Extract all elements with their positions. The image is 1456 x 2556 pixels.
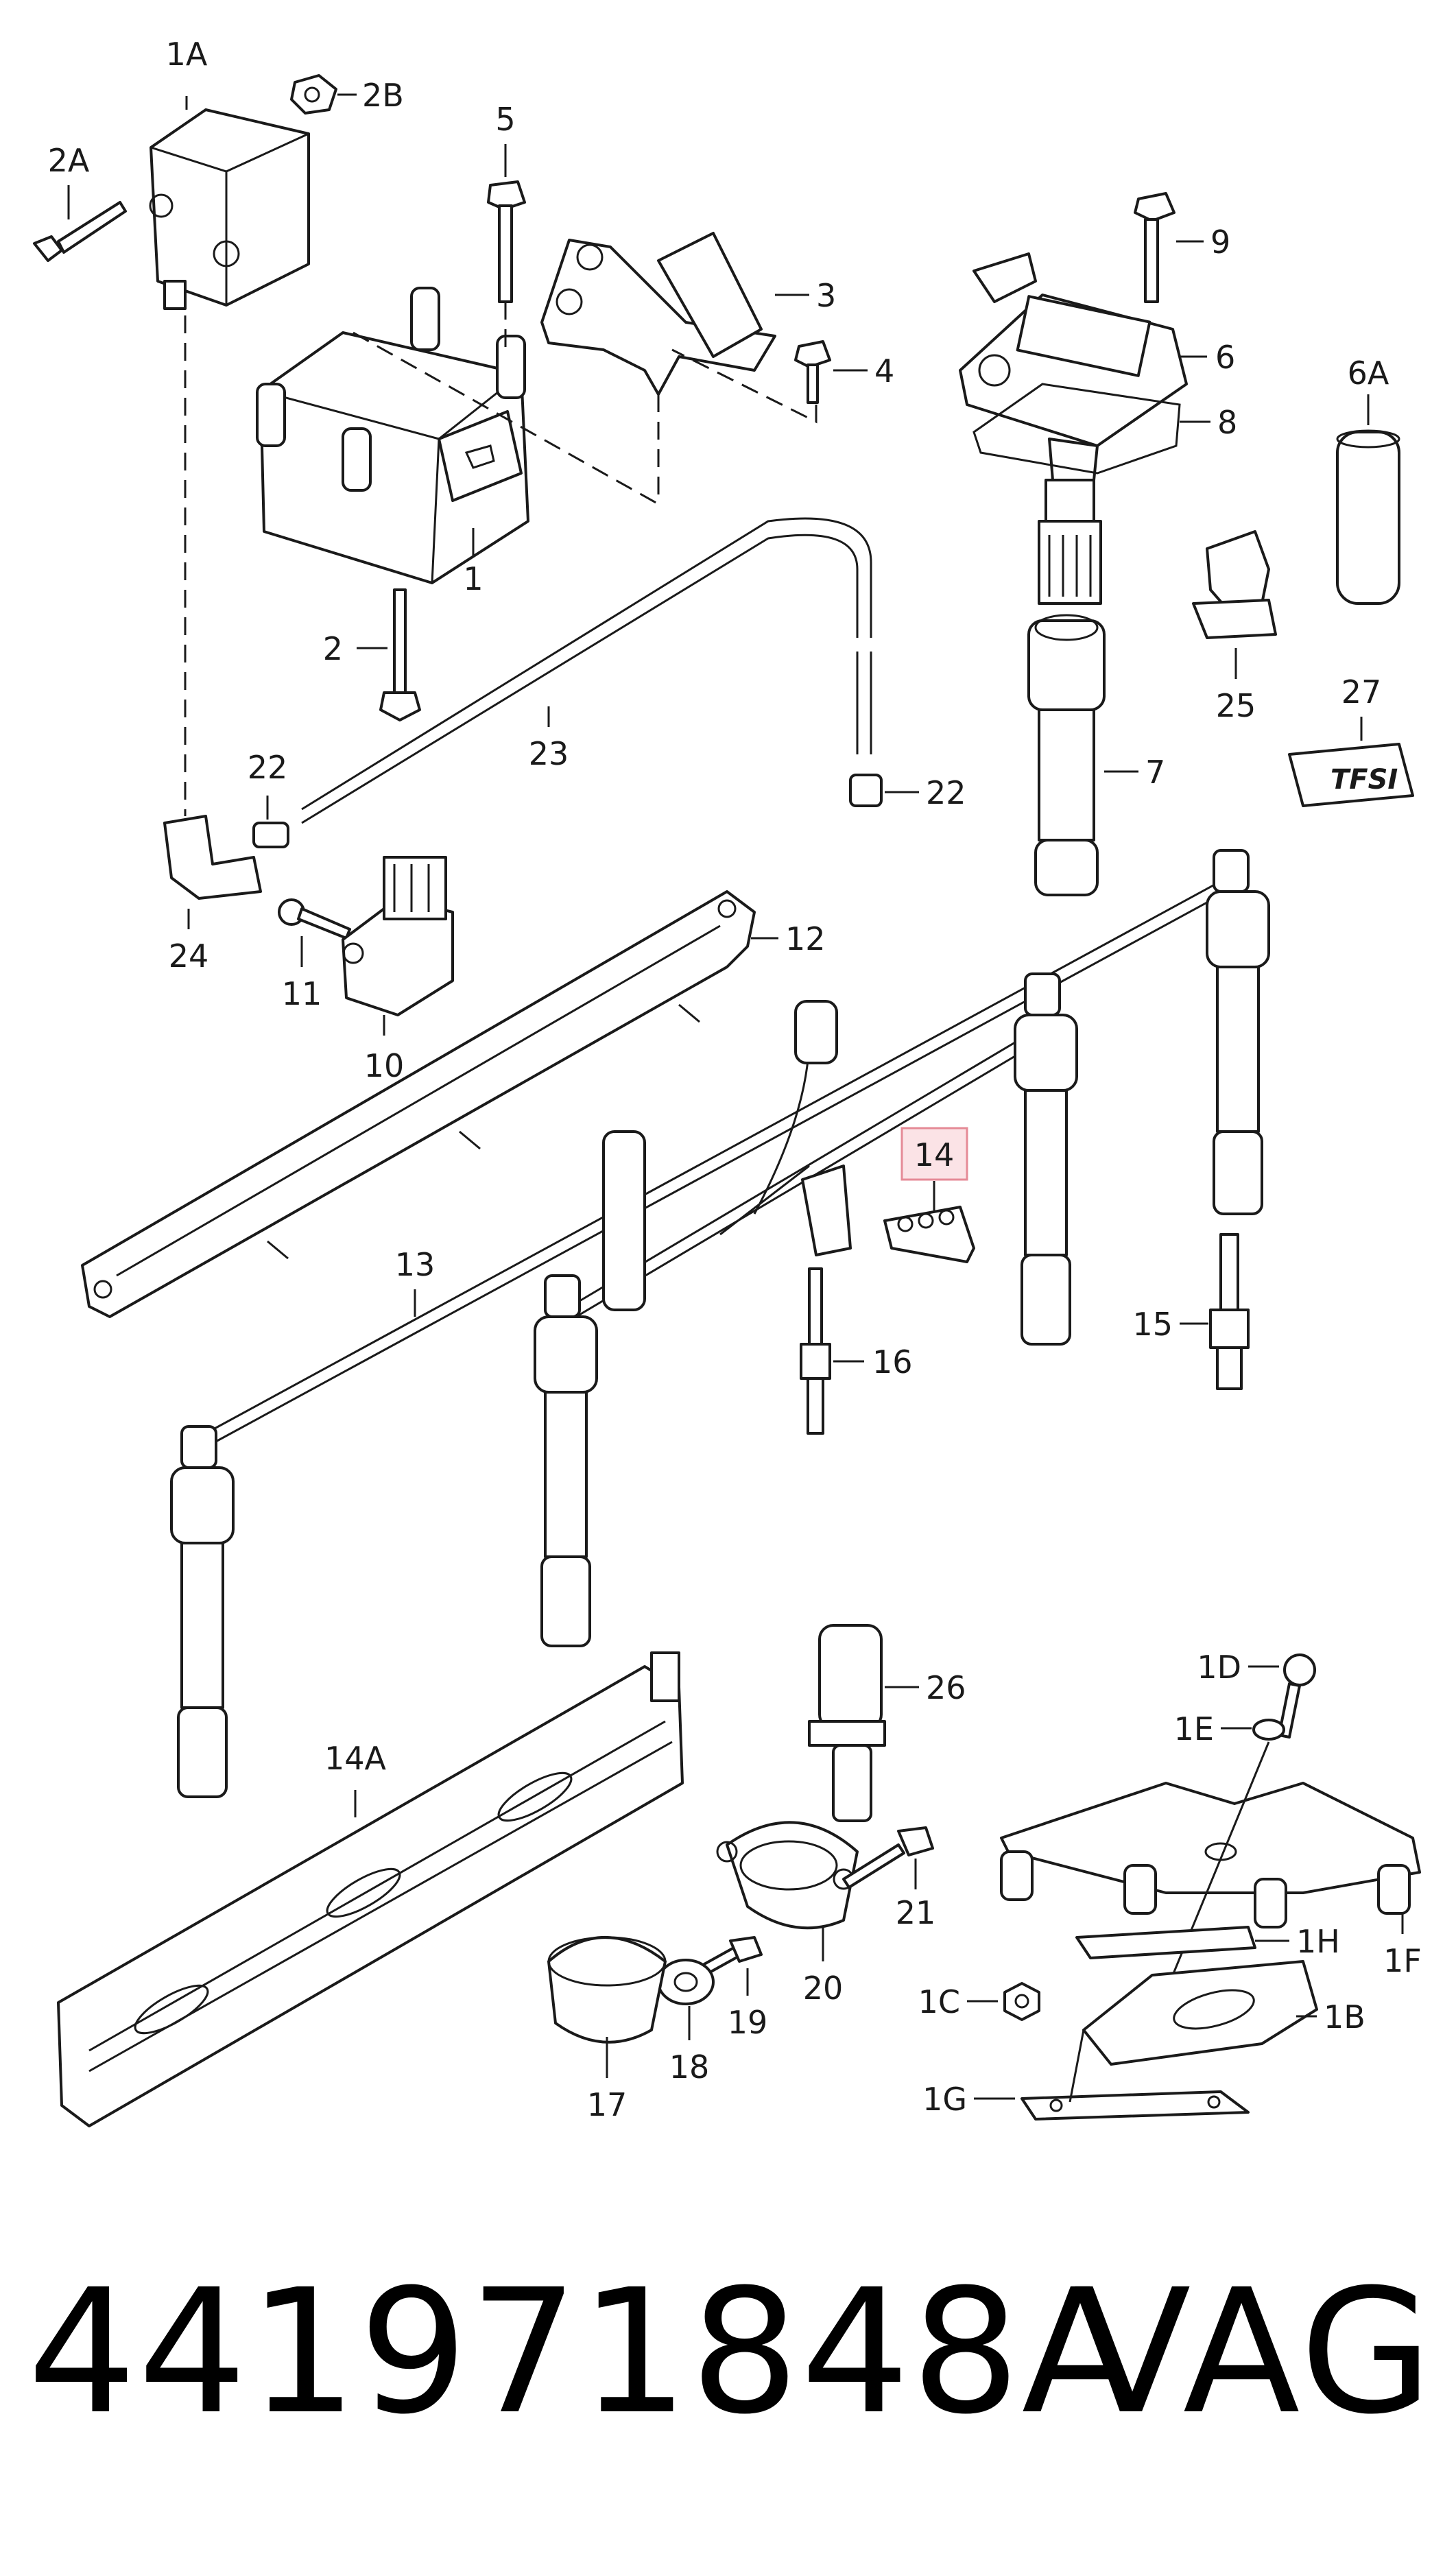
callout-1B: 1B (1324, 1998, 1365, 2035)
part-18-washer (657, 1959, 715, 2005)
part-19-bolt (702, 1936, 763, 1974)
part-20-clamp (716, 1821, 859, 1930)
callout-10: 10 (364, 1047, 405, 1084)
callout-11: 11 (282, 975, 322, 1012)
callout-21: 21 (896, 1894, 936, 1931)
part-1G-bracket (1021, 2090, 1250, 2121)
callout-2B: 2B (362, 77, 404, 114)
callout-19: 19 (728, 2004, 768, 2041)
part-11-screw (278, 898, 351, 940)
part-6A-cylinder (1336, 429, 1400, 605)
footer: 441971848A VAG (0, 2249, 1456, 2455)
part-1-coil-pack (256, 287, 529, 584)
part-25-clip (1192, 530, 1277, 639)
callout-17: 17 (587, 2086, 628, 2123)
part-6-coil-on-plug (959, 252, 1188, 605)
part-8-gasket (972, 383, 1181, 475)
part-1D-screw (1278, 1653, 1316, 1739)
part-24-elbow (163, 815, 262, 900)
callout-5: 5 (495, 101, 515, 138)
callout-1H: 1H (1296, 1923, 1340, 1960)
part-7-plug-boot (1027, 614, 1106, 896)
callout-8: 8 (1217, 404, 1237, 441)
callout-6A: 6A (1348, 355, 1389, 392)
callout-16: 16 (872, 1343, 913, 1381)
part-3-bracket (540, 232, 776, 396)
callout-1C: 1C (918, 1983, 960, 2020)
callout-2A: 2A (48, 142, 90, 179)
part-1F-coil-rail (1000, 1782, 1421, 1928)
callout-22-left: 22 (248, 749, 288, 786)
callout-1A: 1A (166, 36, 208, 73)
part-12-gasket (81, 890, 756, 1318)
part-17-ring-clamp (547, 1936, 667, 2044)
part-4-bolt (794, 340, 831, 404)
callout-14: 14 (914, 1136, 955, 1173)
callout-18: 18 (669, 2049, 710, 2086)
part-14-wire-separator (883, 1206, 975, 1263)
part-26-sensor (808, 1624, 886, 1822)
callout-12: 12 (785, 920, 826, 957)
callout-27: 27 (1341, 673, 1382, 710)
callout-26: 26 (926, 1669, 966, 1706)
part-14A-cover (57, 1651, 684, 2127)
callout-7: 7 (1145, 754, 1165, 791)
harness-boot-mid-right (1014, 972, 1078, 1346)
harness-boot-far-left (170, 1425, 235, 1798)
part-23-hose (301, 517, 872, 824)
part-1C-nut (1003, 1982, 1040, 2021)
harness-boot-far-right (1206, 849, 1270, 1215)
part-27-emblem: TFSI (1288, 743, 1414, 807)
emblem-text: TFSI (1330, 764, 1398, 796)
part-15-spark-plug (1209, 1233, 1250, 1390)
callout-1: 1 (463, 560, 483, 597)
part-22-clamp-left (252, 822, 289, 848)
highlight-box-14 (900, 1127, 968, 1181)
part-1H-plate (1075, 1926, 1256, 1959)
callout-14A: 14A (324, 1740, 387, 1777)
part-21-bolt (842, 1826, 934, 1889)
callout-2: 2 (323, 630, 343, 667)
harness-boot-mid-left (534, 1274, 598, 1647)
brand-name: VAG (1073, 2252, 1435, 2452)
callout-1D: 1D (1197, 1649, 1241, 1686)
callout-20: 20 (803, 1970, 844, 2007)
part-10-sensor (342, 856, 454, 1016)
part-2A-bolt (33, 201, 127, 262)
part-1E-washer (1252, 1719, 1285, 1741)
part-2B-nut (290, 74, 337, 115)
harness-coil-connector-2 (602, 1130, 646, 1311)
callout-25: 25 (1216, 687, 1256, 724)
callout-3: 3 (816, 277, 836, 314)
part-9-bolt (1134, 192, 1175, 303)
callout-1G: 1G (922, 2081, 967, 2118)
exploded-parts-diagram: 1A 2B 2A 1 2 5 (33, 36, 1422, 2127)
part-1A-coil-module (149, 108, 310, 310)
part-16-sensor-plug (800, 1267, 831, 1435)
harness-coil-connector-1 (794, 1000, 838, 1064)
part-1B-heat-shield (1082, 1960, 1318, 2066)
callout-9: 9 (1210, 224, 1230, 261)
part-22-clamp-right (849, 774, 883, 807)
callout-6: 6 (1215, 339, 1235, 376)
callout-24: 24 (169, 937, 209, 975)
callout-1F: 1F (1383, 1942, 1422, 1979)
part-5-bolt (487, 180, 526, 303)
part-number: 441971848A (27, 2252, 1141, 2452)
part-2-bolt (379, 588, 421, 721)
callout-22-right: 22 (926, 774, 966, 811)
callout-13: 13 (395, 1246, 435, 1283)
harness-coil-connector-3 (801, 1164, 852, 1256)
callout-23: 23 (529, 735, 569, 772)
callout-4: 4 (874, 353, 894, 390)
callout-15: 15 (1132, 1306, 1173, 1343)
callout-1E: 1E (1174, 1710, 1214, 1747)
